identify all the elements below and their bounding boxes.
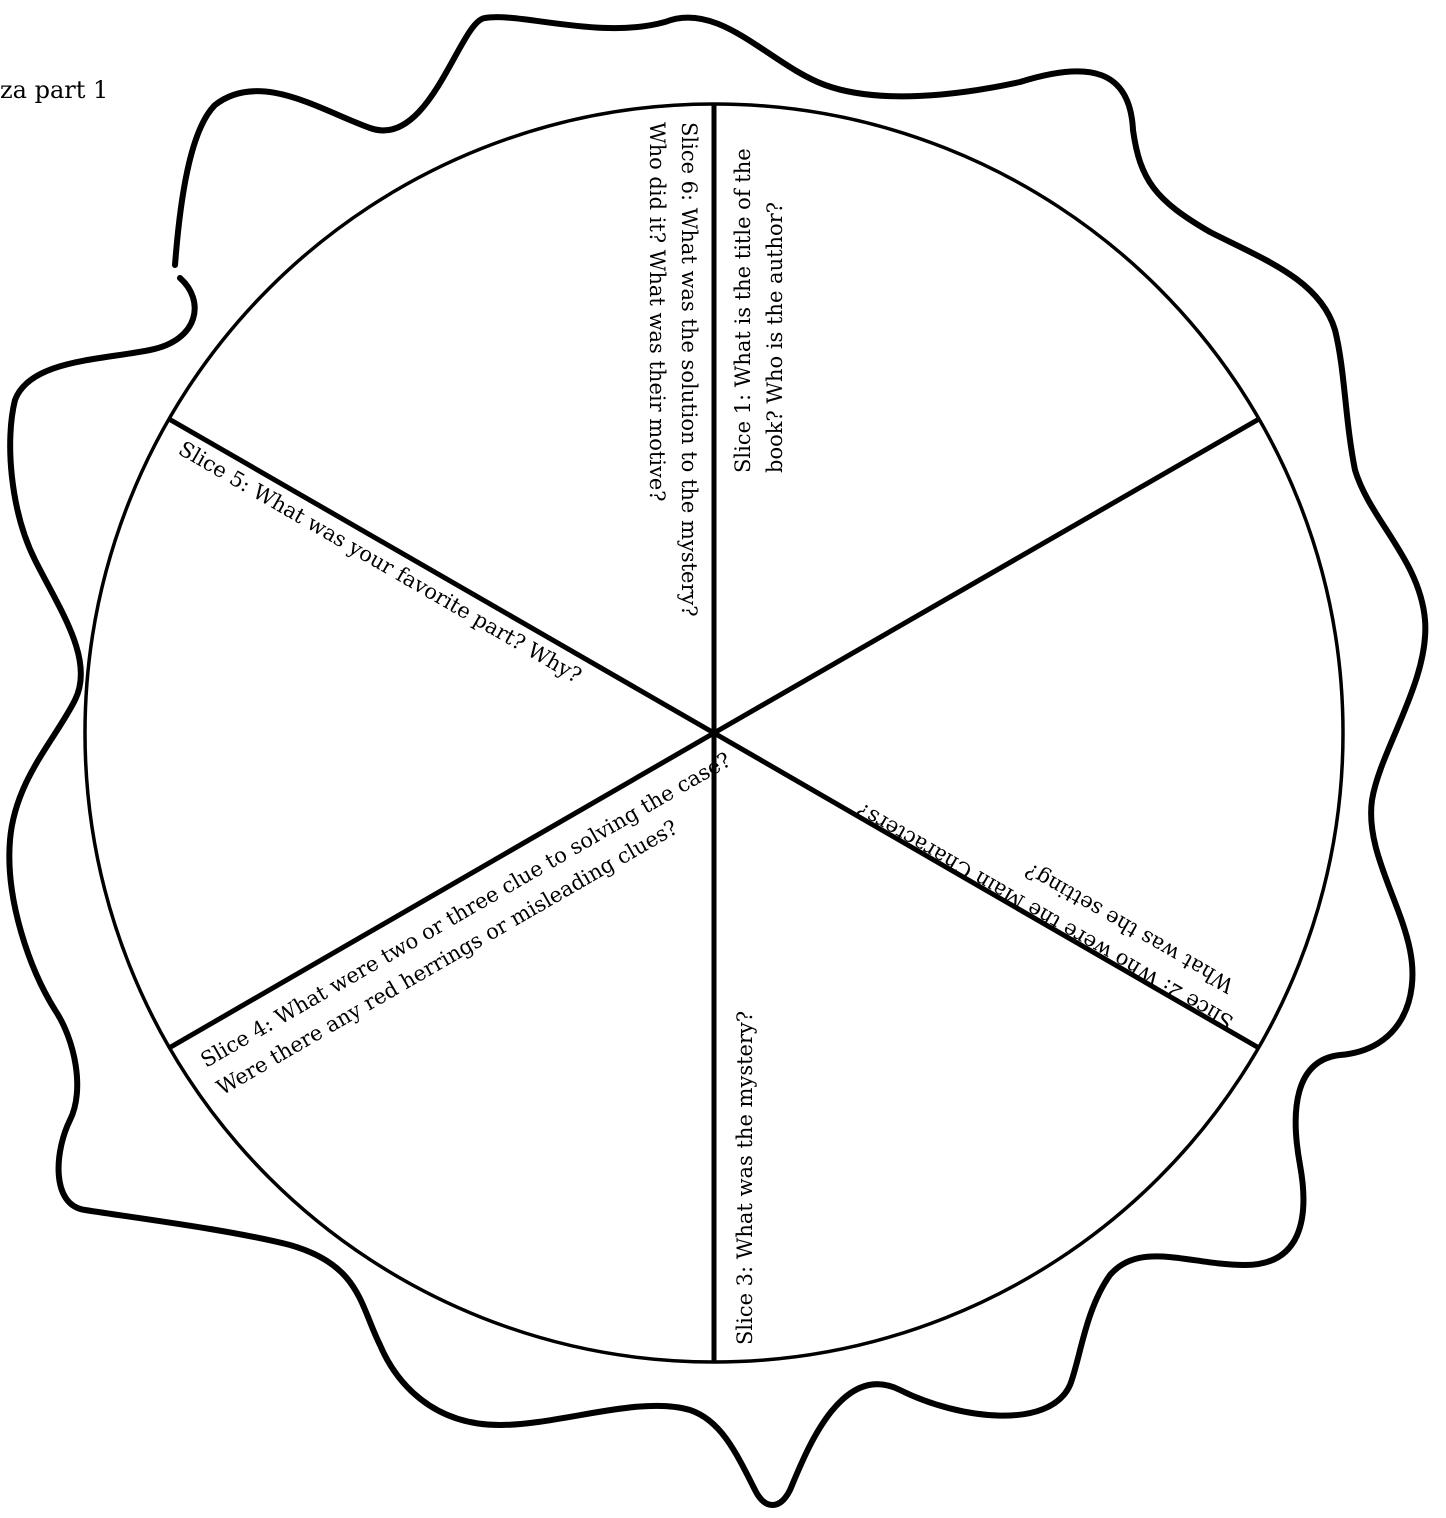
slice-4-label: Slice 4: What were two or three clue to … xyxy=(197,748,751,1100)
slice-3-line-1: Slice 3: What was the mystery? xyxy=(733,1011,757,1345)
slice-1-line-2: book? Who is the author? xyxy=(763,202,787,473)
slice-6-line-1: Slice 6: What was the solution to the my… xyxy=(677,122,701,617)
slice-1-label: Slice 1: What is the title of the book? … xyxy=(731,148,787,473)
slice-dividers xyxy=(169,104,1259,1362)
slice-1-line-1: Slice 1: What is the title of the xyxy=(731,148,755,473)
slice-2-line-1: Slice 2: Who were the Main Characters? xyxy=(852,798,1237,1034)
divider-line-2 xyxy=(714,419,1259,733)
slice-6-line-2: Who did it? What was their motive? xyxy=(645,122,669,502)
slice-4-line-2: Were there any red herrings or misleadin… xyxy=(213,815,682,1100)
divider-line-6 xyxy=(169,419,714,733)
slice-6-label: Slice 6: What was the solution to the my… xyxy=(645,122,701,617)
slice-5-label: Slice 5: What was your favorite part? Wh… xyxy=(175,437,586,688)
page-title: za part 1 xyxy=(0,76,108,104)
divider-line-5 xyxy=(169,733,714,1048)
slice-4-line-1: Slice 4: What were two or three clue to … xyxy=(197,748,735,1073)
slice-5-line-1: Slice 5: What was your favorite part? Wh… xyxy=(175,437,586,688)
slice-2-label: Slice 2: Who were the Main Characters? W… xyxy=(852,770,1253,1034)
slice-3-label: Slice 3: What was the mystery? xyxy=(733,1011,757,1345)
